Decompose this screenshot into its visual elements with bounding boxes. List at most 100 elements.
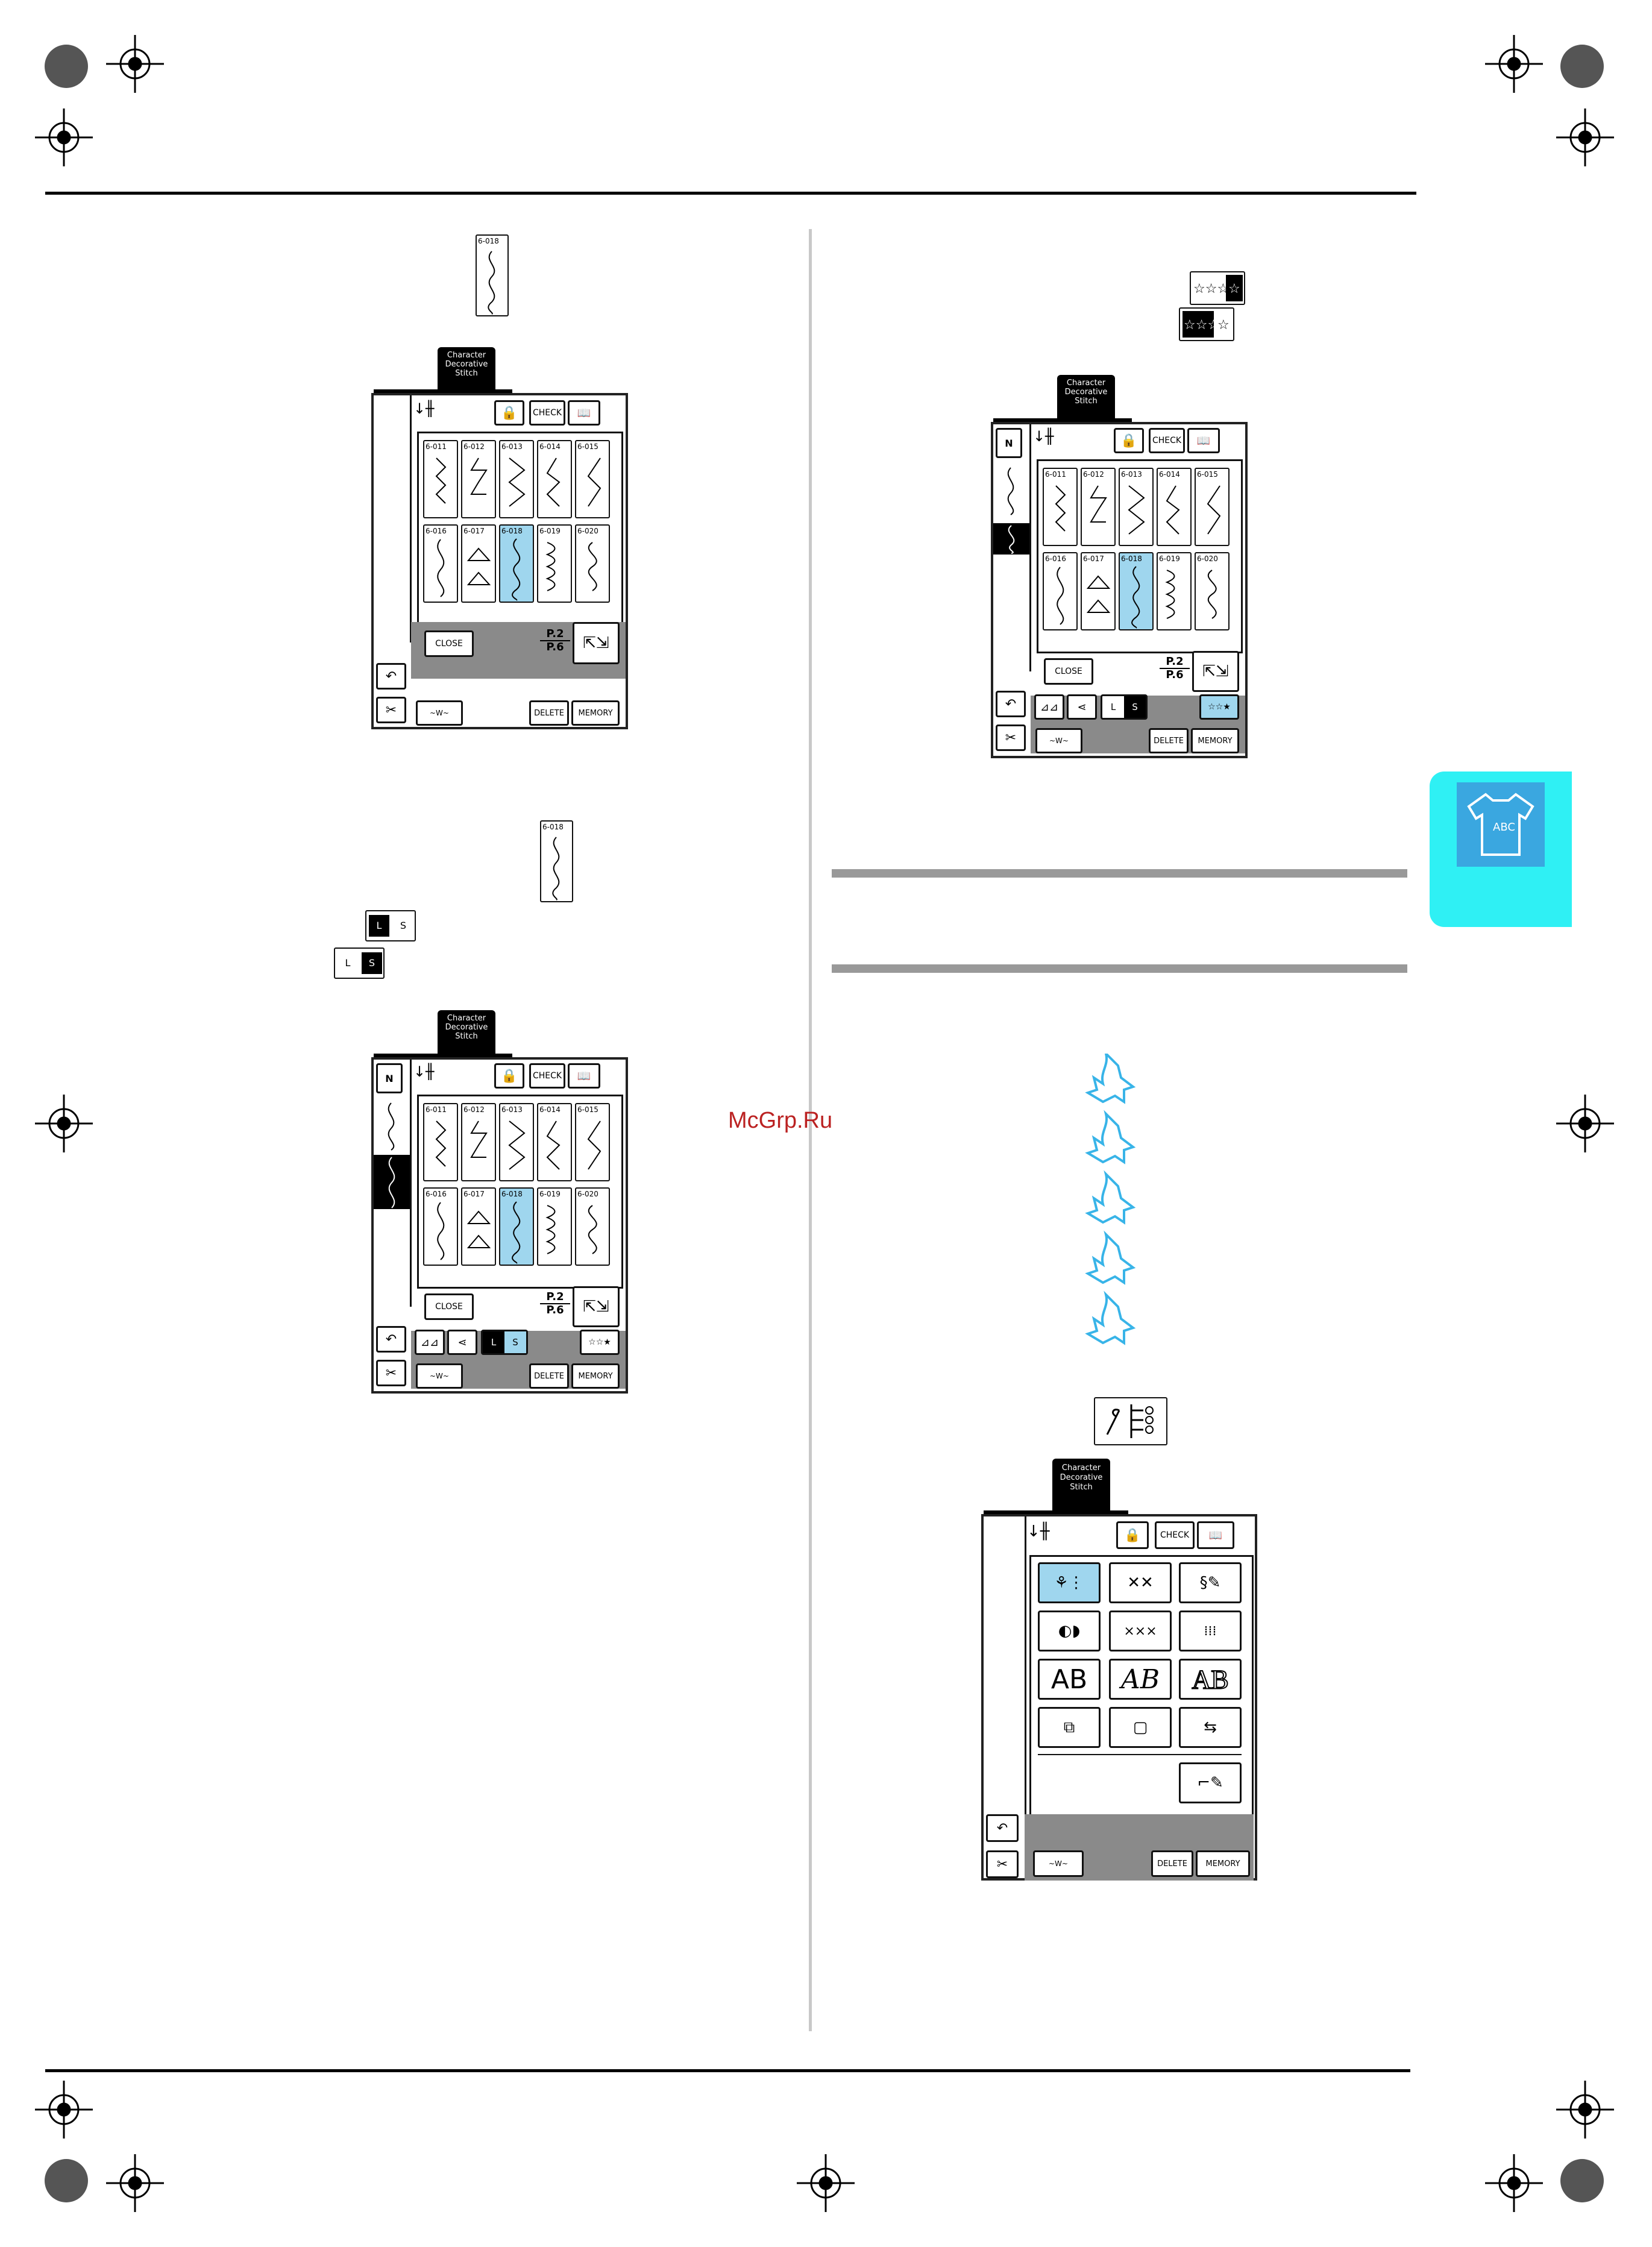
stitch-pattern-icon (470, 1120, 488, 1158)
block-font-category[interactable]: AB (1038, 1659, 1101, 1700)
stitch-cell-6-017[interactable]: 6-017 (461, 524, 496, 603)
mirror-button[interactable]: ⊿⊿ (415, 1330, 445, 1355)
stitch-cell-6-017[interactable]: 6-017 (1081, 552, 1116, 630)
check-button[interactable]: CHECK (529, 400, 565, 426)
scissors-button[interactable]: ✂ (376, 697, 406, 723)
stitch-cell-6-015[interactable]: 6-015 (575, 440, 610, 518)
stitch-preview-button[interactable]: ~W~ (416, 1363, 463, 1389)
delete-button[interactable]: DELETE (1149, 728, 1189, 753)
single-stitch-icon[interactable]: ☆☆☆☆ (1179, 307, 1234, 341)
lock-button[interactable]: 🔒 (494, 400, 524, 426)
delete-button[interactable]: DELETE (1151, 1850, 1193, 1877)
size-ls-button[interactable]: L S (1101, 694, 1148, 720)
ls-small-icon[interactable]: L S (334, 948, 385, 979)
stitch-cell-6-016[interactable]: 6-016 (423, 1187, 458, 1266)
pocket-category[interactable]: ▢ (1109, 1707, 1172, 1748)
presser-foot-button[interactable]: ↶ (986, 1814, 1019, 1842)
presser-foot-button[interactable]: ↶ (376, 1326, 406, 1353)
stitch-cell-6-013[interactable]: 6-013 (499, 440, 534, 518)
stitch-cell-6-014[interactable]: 6-014 (537, 440, 572, 518)
manual-button[interactable]: 📖 (1197, 1521, 1234, 1549)
circle-stitch-category[interactable]: ◐◗ (1038, 1611, 1101, 1651)
decorative-stitch-category[interactable]: ⚘⋮ (1038, 1562, 1101, 1603)
cross-stitch-category[interactable]: ✕✕ (1109, 1562, 1172, 1603)
scissors-button[interactable]: ✂ (376, 1360, 406, 1386)
usb-category[interactable]: ⇆ (1179, 1707, 1242, 1748)
size-ls-button[interactable]: L S (481, 1330, 528, 1355)
cross-pattern-category[interactable]: ⨯⨯⨯ (1109, 1611, 1172, 1651)
continuous-button[interactable]: ☆☆★ (580, 1330, 620, 1355)
stitch-cell-6-011[interactable]: 6-011 (423, 1103, 458, 1181)
scissors-button[interactable]: ✂ (996, 724, 1026, 751)
memory-button[interactable]: MEMORY (1196, 1850, 1250, 1877)
continuous-button[interactable]: ☆☆★ (1199, 694, 1239, 720)
stitch-cell-6-014[interactable]: 6-014 (1157, 468, 1192, 546)
stitch-pattern-icon (1165, 570, 1175, 619)
stitch-cell-6-013[interactable]: 6-013 (499, 1103, 534, 1181)
stitch-6-018-icon[interactable]: 6-018 (476, 234, 509, 316)
check-button[interactable]: CHECK (1155, 1521, 1195, 1549)
stitch-cell-6-020[interactable]: 6-020 (1195, 552, 1230, 630)
stitch-cell-6-017[interactable]: 6-017 (461, 1187, 496, 1266)
my-custom-stitch-category[interactable]: ⌐✎ (1179, 1762, 1242, 1803)
close-button[interactable]: CLOSE (1044, 658, 1093, 685)
line-stitch-category[interactable]: ⁞⁞⁞ (1179, 1611, 1242, 1651)
n-button[interactable]: N (996, 428, 1022, 458)
outline-font-category[interactable]: AB (1179, 1659, 1242, 1700)
scissors-button[interactable]: ✂ (986, 1850, 1019, 1878)
presser-foot-button[interactable]: ↶ (376, 663, 406, 690)
stitch-cell-6-015[interactable]: 6-015 (575, 1103, 610, 1181)
memory-button[interactable]: MEMORY (1191, 728, 1239, 753)
stitch-cell-6-016[interactable]: 6-016 (423, 524, 458, 603)
lock-button[interactable]: 🔒 (494, 1063, 524, 1089)
decorative-category-icon[interactable] (1094, 1397, 1167, 1445)
presser-foot-button[interactable]: ↶ (996, 691, 1026, 717)
stitch-6-018-icon[interactable]: 6-018 (540, 820, 573, 902)
close-button[interactable]: CLOSE (424, 630, 474, 657)
close-button[interactable]: CLOSE (424, 1293, 474, 1320)
stitch-cell-6-020[interactable]: 6-020 (575, 1187, 610, 1266)
delete-button[interactable]: DELETE (529, 1363, 569, 1389)
stitch-cell-6-018[interactable]: 6-018 (499, 524, 534, 603)
memory-button[interactable]: MEMORY (571, 1363, 620, 1389)
delete-button[interactable]: DELETE (529, 700, 569, 726)
stitch-cell-6-020[interactable]: 6-020 (575, 524, 610, 603)
stitch-cell-6-019[interactable]: 6-019 (537, 524, 572, 603)
stitch-cell-6-019[interactable]: 6-019 (1157, 552, 1192, 630)
utility-stitch-category[interactable]: ⧉ (1038, 1707, 1101, 1748)
page-nav-button[interactable]: ⇱⇲ (1192, 651, 1239, 692)
page-nav-button[interactable]: ⇱⇲ (573, 1286, 620, 1327)
stitch-cell-6-011[interactable]: 6-011 (1043, 468, 1078, 546)
page-nav-button[interactable]: ⇱⇲ (573, 622, 620, 664)
lock-button[interactable]: 🔒 (1116, 1521, 1149, 1549)
stitch-preview-button[interactable]: ~W~ (1035, 728, 1082, 753)
mirror-button[interactable]: ⊿⊿ (1034, 694, 1064, 720)
stitch-cell-6-012[interactable]: 6-012 (1081, 468, 1116, 546)
n-button[interactable]: N (376, 1063, 403, 1093)
manual-button[interactable]: 📖 (1187, 428, 1220, 453)
ls-large-icon[interactable]: L S (365, 910, 416, 941)
mirror-vertical-button[interactable]: ⋖ (447, 1330, 477, 1355)
stitch-cell-6-012[interactable]: 6-012 (461, 440, 496, 518)
script-font-category[interactable]: AB (1109, 1659, 1172, 1700)
manual-button[interactable]: 📖 (568, 1063, 600, 1089)
check-button[interactable]: CHECK (529, 1063, 565, 1089)
stitch-cell-6-012[interactable]: 6-012 (461, 1103, 496, 1181)
check-button[interactable]: CHECK (1149, 428, 1185, 453)
stitch-cell-6-018[interactable]: 6-018 (499, 1187, 534, 1266)
stitch-cell-6-016[interactable]: 6-016 (1043, 552, 1078, 630)
stitch-cell-6-011[interactable]: 6-011 (423, 440, 458, 518)
manual-button[interactable]: 📖 (568, 400, 600, 426)
mirror-vertical-button[interactable]: ⋖ (1067, 694, 1097, 720)
continuous-stitch-icon[interactable]: ☆☆☆☆ (1190, 271, 1245, 305)
memory-button[interactable]: MEMORY (571, 700, 620, 726)
stitch-cell-6-014[interactable]: 6-014 (537, 1103, 572, 1181)
satin-stitch-category[interactable]: §✎ (1179, 1562, 1242, 1603)
stitch-cell-6-018[interactable]: 6-018 (1119, 552, 1154, 630)
stitch-cell-6-015[interactable]: 6-015 (1195, 468, 1230, 546)
stitch-preview-button[interactable]: ~W~ (416, 700, 463, 726)
stitch-cell-6-013[interactable]: 6-013 (1119, 468, 1154, 546)
stitch-preview-button[interactable]: ~W~ (1033, 1850, 1084, 1877)
stitch-cell-6-019[interactable]: 6-019 (537, 1187, 572, 1266)
lock-button[interactable]: 🔒 (1114, 428, 1144, 453)
